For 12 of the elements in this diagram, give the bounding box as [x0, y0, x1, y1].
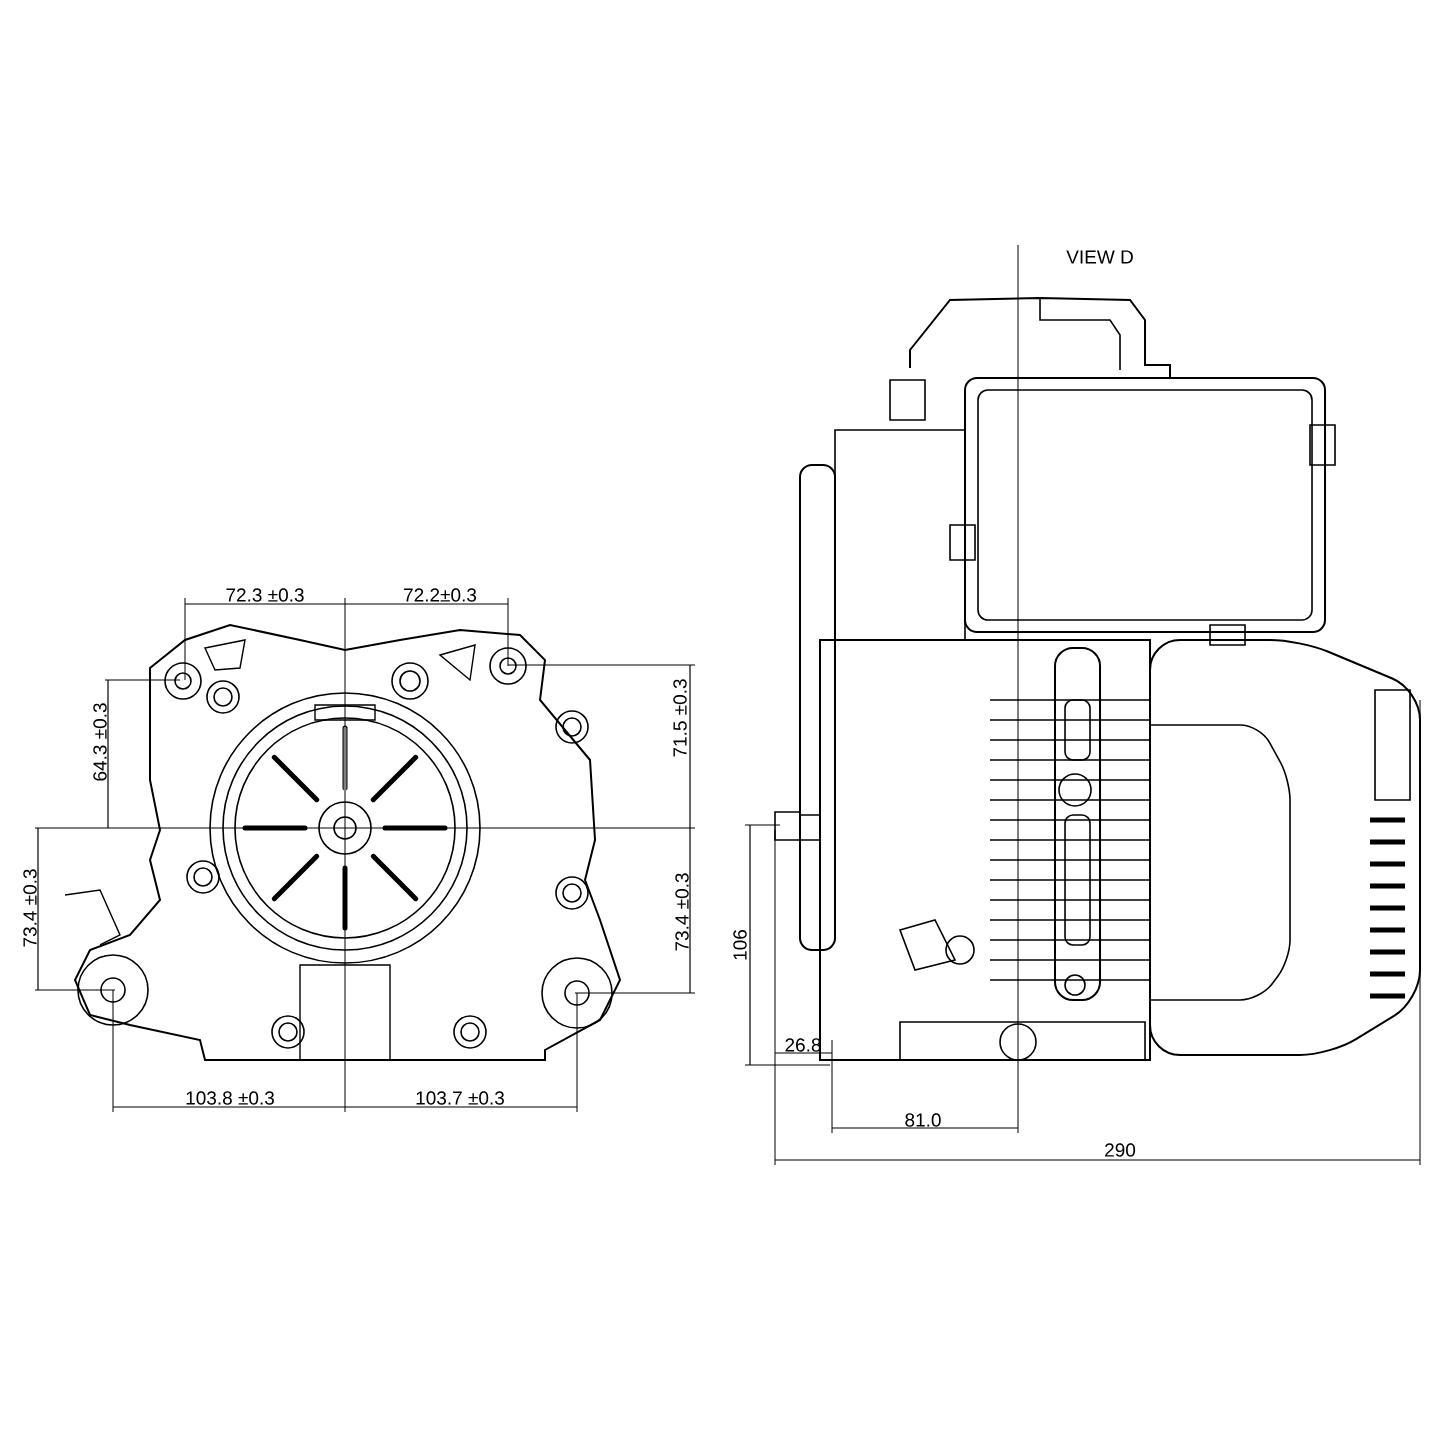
dimension-text: 103.8 ±0.3	[186, 1091, 274, 1105]
dimension-text: 103.7 ±0.3	[416, 1091, 504, 1105]
dimension-text: 106	[733, 930, 747, 960]
dimension-text: 290	[1105, 1143, 1136, 1157]
dimension-text: 73.4 ±0.3	[23, 869, 37, 947]
dimension-text: 72.3 ±0.3	[226, 588, 304, 602]
dimension-text: 71.5 ±0.3	[673, 679, 687, 757]
dimension-text: 64.3 ±0.3	[93, 703, 107, 781]
view-label: VIEW D	[1066, 250, 1133, 264]
dimension-text: 81.0	[905, 1113, 941, 1127]
dimension-text: 72.2±0.3	[404, 588, 477, 602]
dimension-text: 73.4 ±0.3	[675, 873, 689, 951]
